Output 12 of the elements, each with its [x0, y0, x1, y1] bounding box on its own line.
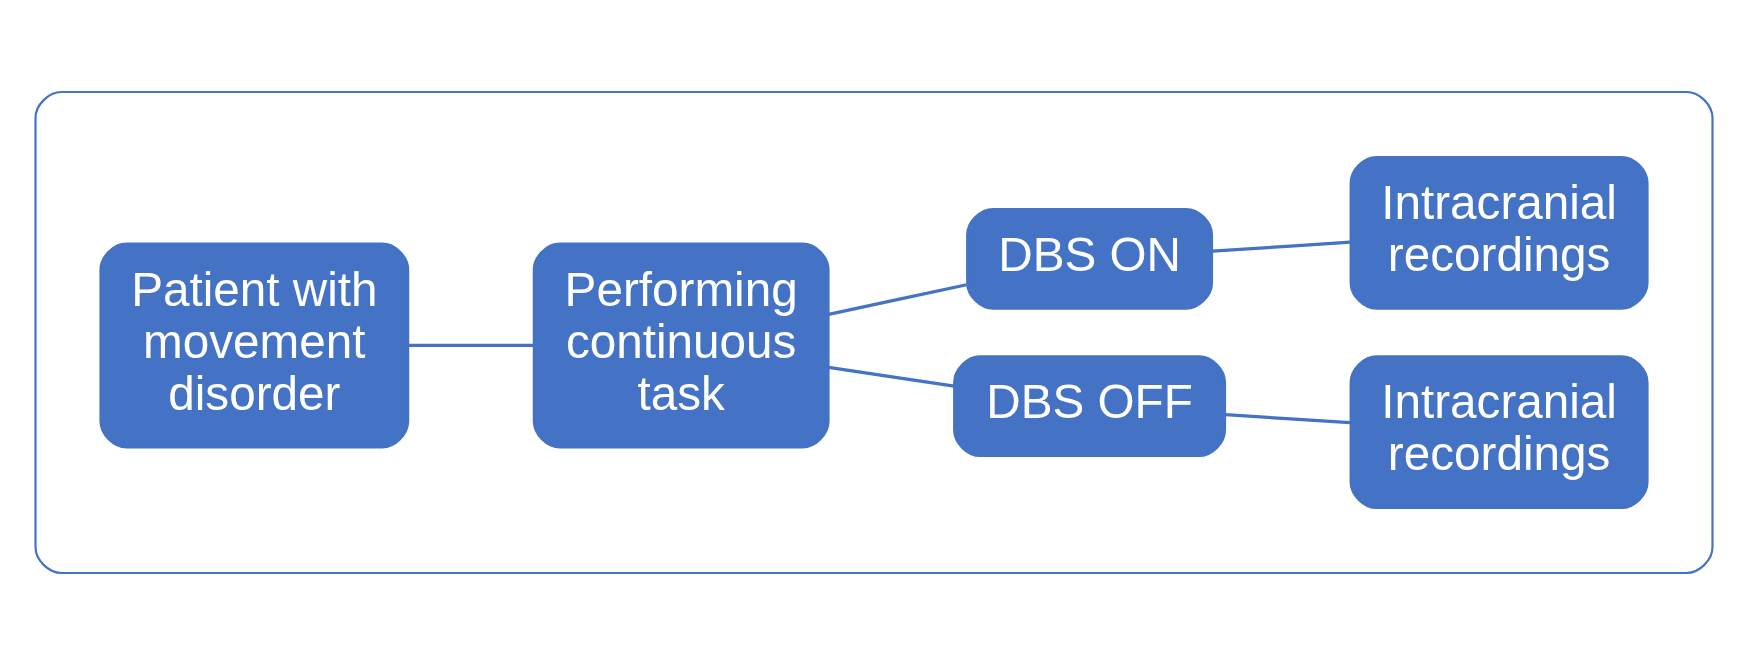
node-box: DBS ON	[966, 207, 1214, 310]
node-box: Patient with movement disorder	[99, 242, 410, 449]
connector	[828, 365, 955, 388]
node-box: Performing continuous task	[532, 242, 830, 449]
cluster	[34, 90, 1714, 575]
node-box: Intracranial recordings	[1349, 355, 1649, 510]
node-box: DBS OFF	[953, 355, 1227, 458]
connector	[408, 343, 534, 348]
connector	[828, 283, 967, 316]
connector	[1225, 413, 1351, 425]
connector	[1212, 240, 1351, 253]
node-box: Intracranial recordings	[1349, 155, 1649, 310]
